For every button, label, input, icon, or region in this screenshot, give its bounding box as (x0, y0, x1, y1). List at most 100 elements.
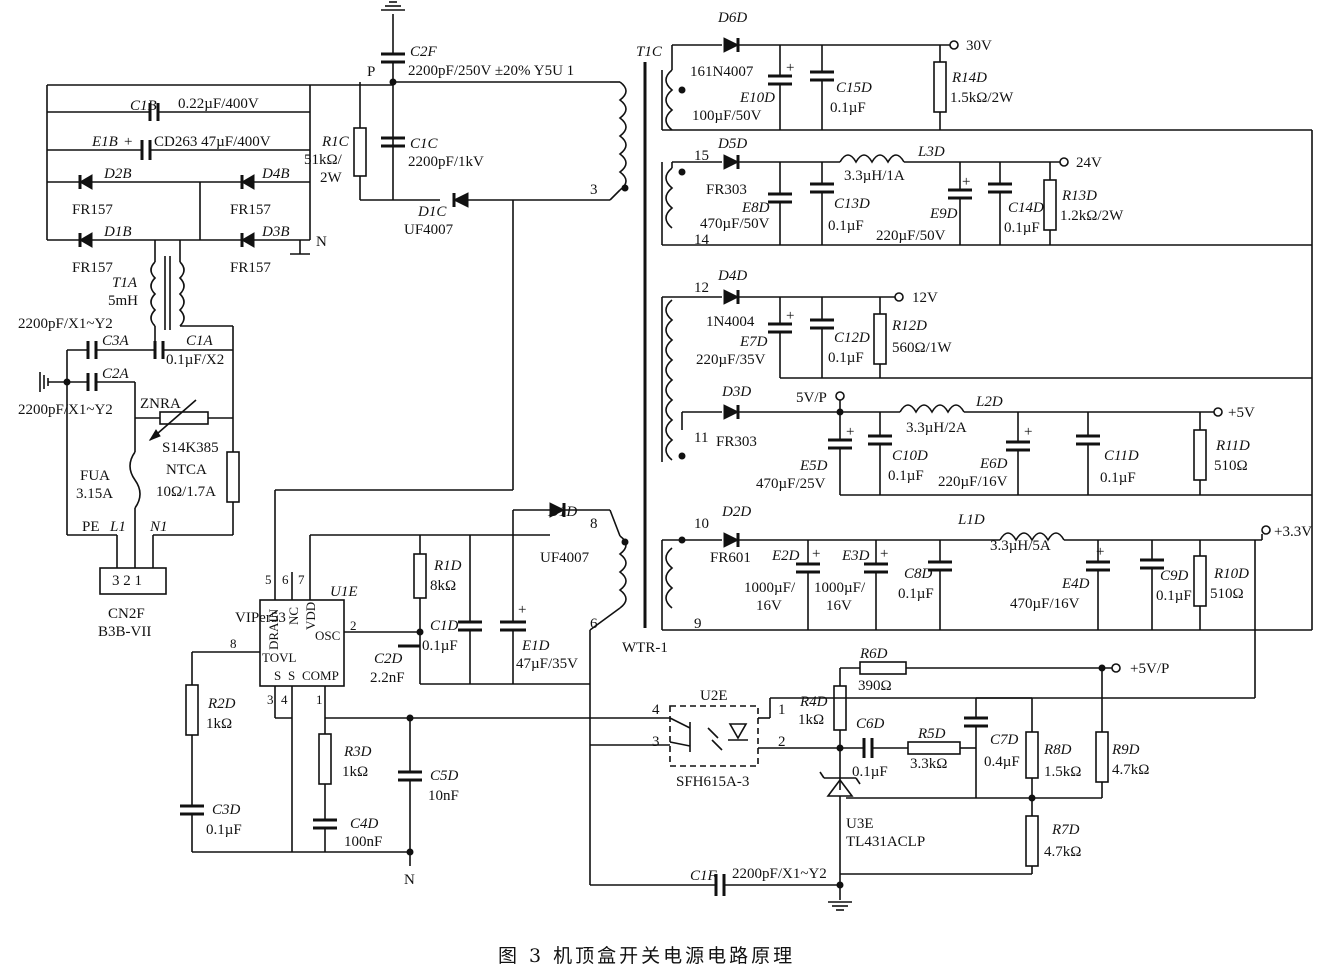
c11d-ref: C11D (1104, 448, 1139, 464)
node-n-top: N (316, 234, 327, 250)
opto-pin-3: 3 (652, 734, 660, 750)
pin-9: 9 (694, 616, 702, 632)
l2d-value: 3.3µH/2A (906, 420, 967, 436)
c3a-ref: C3A (102, 333, 130, 349)
c12d-ref: C12D (834, 330, 870, 346)
e1d-plus: + (518, 602, 526, 618)
c5d-value: 10nF (428, 788, 459, 804)
r13d-value: 1.2kΩ/2W (1060, 208, 1124, 224)
e1b-value: CD263 47µF/400V (154, 134, 271, 150)
e2d-value2: 16V (756, 598, 782, 614)
c4d-value: 100nF (344, 834, 382, 850)
d1c-value: UF4007 (404, 222, 454, 238)
d1d-ref: D1D (547, 504, 577, 520)
l1d-ref: L1D (957, 512, 985, 528)
c10d-ref: C10D (892, 448, 928, 464)
r1c-value1: 51kΩ/ (304, 152, 343, 168)
e3d-ref: E3D (841, 548, 870, 564)
e3d-value1: 1000µF/ (814, 580, 866, 596)
c1a-value: 0.1µF/X2 (166, 352, 224, 368)
opto-pin-1: 1 (778, 702, 786, 718)
controller-section: VIPer53 U1E DRAIN NC VDD OSC TOVL S S CO… (180, 502, 670, 888)
r2d-ref: R2D (207, 696, 236, 712)
u1e-pin4: 4 (281, 692, 288, 707)
r5d-ref: R5D (917, 726, 946, 742)
e4d-plus: + (1096, 544, 1104, 560)
pin-label-vdd: VDD (303, 602, 318, 630)
e4d-ref: E4D (1061, 576, 1090, 592)
e5d-value: 470µF/25V (756, 476, 826, 492)
e7d-ref: E7D (739, 334, 768, 350)
r9d-value: 4.7kΩ (1112, 762, 1149, 778)
pin-10: 10 (694, 516, 709, 532)
c3d-ref: C3D (212, 802, 241, 818)
c1f-value: 2200pF/X1~Y2 (732, 866, 827, 882)
c6d-value: 0.1µF (852, 764, 888, 780)
out-30v: 30V (966, 38, 992, 54)
c1c-ref: C1C (410, 136, 439, 152)
cn2f-value: B3B-VII (98, 624, 151, 640)
fua-value: 3.15A (76, 486, 113, 502)
d1b-value: FR157 (72, 260, 113, 276)
c1f-ref: C1F (690, 868, 718, 884)
u1e-pin8: 8 (230, 636, 237, 651)
e10d-value: 100µF/50V (692, 108, 762, 124)
d1c-ref: D1C (417, 204, 447, 220)
c3a-value: 2200pF/X1~Y2 (18, 316, 113, 332)
r6d-value: 390Ω (858, 678, 892, 694)
l2d-ref: L2D (975, 394, 1003, 410)
c2d-value: 2.2nF (370, 670, 405, 686)
pin-label-tovl: TOVL (262, 650, 296, 665)
c1c-value: 2200pF/1kV (408, 154, 484, 170)
c12d-value: 0.1µF (828, 350, 864, 366)
e1b-plus: + (124, 134, 132, 150)
e10d-ref: E10D (739, 90, 775, 106)
secondary-5v: +5V 5V/P 11 D3D FR303 L2D 3.3µH/2A + E5D… (681, 378, 1313, 496)
r10d-ref: R10D (1213, 566, 1249, 582)
d3d-ref: D3D (721, 384, 751, 400)
r9d-ref: R9D (1111, 742, 1140, 758)
c6d-ref: C6D (856, 716, 885, 732)
c2f-ref: C2F (410, 44, 438, 60)
u1e-part: VIPer53 (235, 610, 286, 626)
snubber-section: R1C 51kΩ/ 2W C1C 2200pF/1kV D1C UF4007 3… (274, 44, 668, 656)
pin-3: 3 (590, 182, 598, 198)
figure-caption: 图 3 机顶盒开关电源电路原理 (498, 945, 795, 967)
l3d-value: 3.3µH/1A (844, 168, 905, 184)
e2d-plus: + (812, 546, 820, 562)
e8d-value: 470µF/50V (700, 216, 770, 232)
d2d-ref: D2D (721, 504, 751, 520)
c13d-ref: C13D (834, 196, 870, 212)
c15d-ref: C15D (836, 80, 872, 96)
pin-8: 8 (590, 516, 598, 532)
r11d-ref: R11D (1215, 438, 1250, 454)
secondary-30v: 30V D6D 161N4007 + E10D 100µF/50V C15D 0… (661, 10, 1312, 131)
out-5v: +5V (1228, 405, 1255, 421)
pin-6: 6 (590, 616, 598, 632)
u1e-pin3: 3 (267, 692, 274, 707)
c1a-ref: C1A (186, 333, 214, 349)
c1b-ref: C1B (130, 98, 157, 114)
e3d-plus: + (880, 546, 888, 562)
c7d-value: 0.4µF (984, 754, 1020, 770)
r2d-value: 1kΩ (206, 716, 232, 732)
e6d-ref: E6D (979, 456, 1008, 472)
u1e-pin1: 1 (316, 692, 323, 707)
c10d-value: 0.1µF (888, 468, 924, 484)
pin-label-nc: NC (286, 607, 301, 625)
r13d-ref: R13D (1061, 188, 1097, 204)
pin-14: 14 (694, 232, 710, 248)
node-p-label: P (367, 64, 375, 80)
e1b-ref: E1B (91, 134, 118, 150)
node-n-bottom: N (404, 872, 415, 888)
d3d-value: FR303 (716, 434, 757, 450)
r1c-value2: 2W (320, 170, 343, 186)
u3e-ref: U3E (846, 816, 874, 832)
e3d-value2: 16V (826, 598, 852, 614)
c1b-value: 0.22µF/400V (178, 96, 259, 112)
znra-value: S14K385 (162, 440, 219, 456)
c2a-value: 2200pF/X1~Y2 (18, 402, 113, 418)
c9d-ref: C9D (1160, 568, 1189, 584)
d4b-ref: D4B (261, 166, 290, 182)
